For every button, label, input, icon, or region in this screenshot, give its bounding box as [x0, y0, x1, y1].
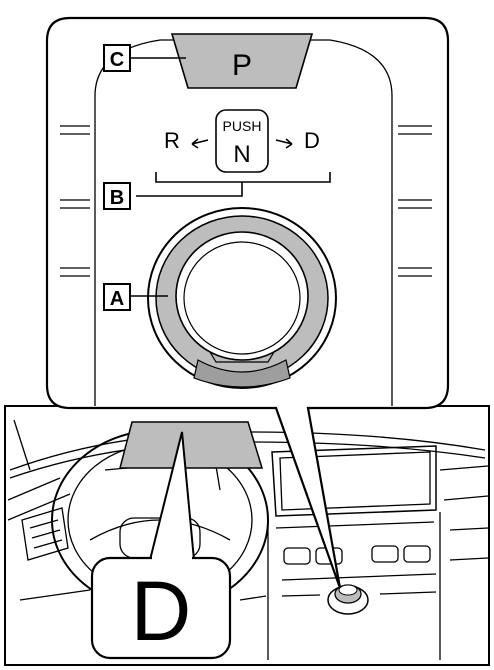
head-up-display	[119, 421, 264, 469]
reverse-label: R	[164, 128, 180, 153]
push-label: PUSH	[223, 118, 262, 134]
park-button	[170, 33, 314, 89]
drive-arrow-icon	[275, 138, 293, 149]
bracket-b	[136, 172, 331, 197]
svg-text:A: A	[110, 288, 124, 310]
callout-d: D	[90, 431, 232, 660]
drive-label: D	[304, 128, 320, 153]
svg-text:D: D	[131, 564, 192, 658]
callout-c: C	[103, 44, 186, 72]
console-panel	[60, 39, 432, 406]
svg-text:C: C	[110, 49, 124, 71]
shift-dial	[147, 207, 337, 389]
callout-a: A	[103, 283, 168, 311]
neutral-label: N	[233, 141, 250, 168]
svg-text:B: B	[110, 187, 124, 209]
console-shift-dial	[327, 584, 369, 615]
callout-b: B	[103, 182, 131, 210]
park-label: P	[232, 49, 252, 82]
shift-position-indicator: PUSH N R D	[164, 109, 320, 173]
center-screen	[271, 445, 437, 517]
reverse-arrow-icon	[191, 138, 209, 149]
